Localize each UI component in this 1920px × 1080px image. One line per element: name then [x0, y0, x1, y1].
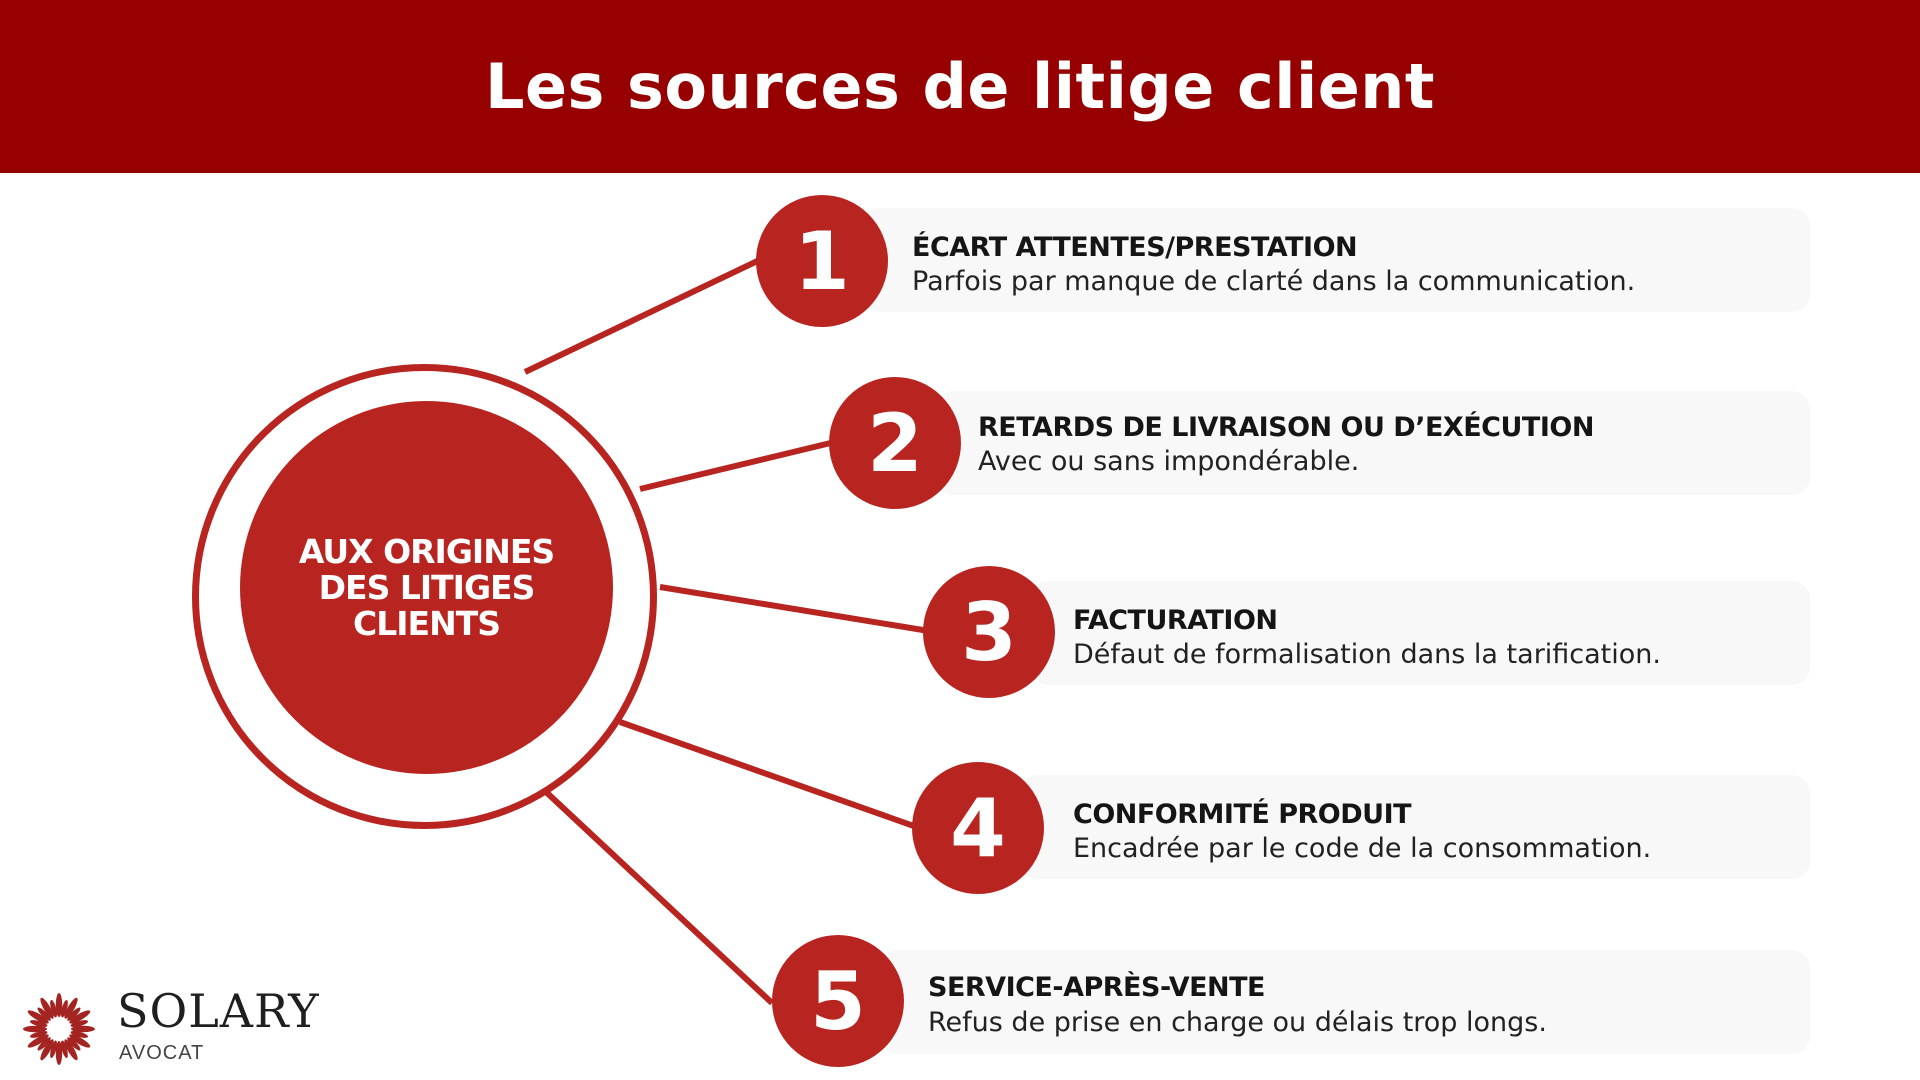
item-number-4: 4: [912, 762, 1044, 894]
connector-line-2: [639, 437, 844, 492]
item-card-5: SERVICE-APRÈS-VENTE Refus de prise en ch…: [880, 950, 1810, 1054]
item-number-2: 2: [829, 377, 961, 509]
item-description: Encadrée par le code de la consommation.: [1073, 833, 1652, 864]
item-number-1: 1: [756, 195, 888, 327]
item-number-3: 3: [923, 566, 1055, 698]
header-banner: Les sources de litige client: [0, 0, 1920, 173]
item-title: SERVICE-APRÈS-VENTE: [928, 972, 1266, 1003]
item-description: Défaut de formalisation dans la tarifica…: [1073, 639, 1661, 670]
hub-circle: AUX ORIGINES DES LITIGES CLIENTS: [240, 401, 613, 774]
item-card-2: RETARDS DE LIVRAISON OU D’EXÉCUTION Avec…: [935, 391, 1810, 495]
item-card-1: ÉCART ATTENTES/PRESTATION Parfois par ma…: [862, 208, 1810, 312]
connector-line-5: [542, 788, 775, 1006]
logo-ray: [67, 1037, 81, 1051]
logo-ray: [23, 1025, 47, 1033]
logo-ray: [70, 1020, 89, 1027]
item-description: Refus de prise en charge ou délais trop …: [928, 1007, 1547, 1038]
logo-subtitle: AVOCAT: [119, 1042, 205, 1064]
logo-ray: [64, 1039, 78, 1061]
logo-ray: [27, 1010, 49, 1024]
item-description: Parfois par manque de clarté dans la com…: [912, 266, 1636, 297]
logo-ray: [55, 993, 63, 1017]
connector-line-4: [618, 719, 927, 833]
logo-ray: [50, 999, 57, 1018]
item-number-5: 5: [772, 935, 904, 1067]
logo-ray: [40, 1039, 54, 1061]
connector-line-3: [659, 584, 936, 635]
connector-line-1: [523, 252, 772, 375]
item-title: ÉCART ATTENTES/PRESTATION: [912, 232, 1358, 263]
logo-ray: [27, 1034, 49, 1048]
page-title: Les sources de litige client: [484, 50, 1436, 123]
logo-ray: [29, 1020, 48, 1027]
logo-ray: [69, 1034, 91, 1048]
logo-ray: [50, 1040, 57, 1059]
item-title: RETARDS DE LIVRAISON OU D’EXÉCUTION: [978, 412, 1594, 443]
hub-label: AUX ORIGINES DES LITIGES CLIENTS: [298, 531, 555, 643]
solary-logo: SOLARY AVOCAT: [20, 984, 340, 1065]
item-description: Avec ou sans impondérable.: [978, 446, 1360, 477]
item-title: FACTURATION: [1073, 605, 1278, 636]
logo-ray: [40, 997, 54, 1019]
logo-ray: [37, 1037, 51, 1051]
logo-ray: [61, 999, 68, 1018]
logo-name: SOLARY: [117, 984, 320, 1038]
logo-ray: [71, 1025, 95, 1033]
sunburst-logo-icon: [23, 993, 95, 1065]
logo-ray: [61, 1040, 68, 1059]
logo-ray: [29, 1031, 48, 1038]
logo-ray: [70, 1031, 89, 1038]
logo-ray: [55, 1041, 63, 1065]
item-title: CONFORMITÉ PRODUIT: [1073, 799, 1412, 830]
logo-ray: [64, 997, 78, 1019]
item-card-3: FACTURATION Défaut de formalisation dans…: [1030, 581, 1810, 685]
logo-ray: [37, 1007, 51, 1021]
item-card-4: CONFORMITÉ PRODUIT Encadrée par le code …: [1020, 775, 1810, 879]
logo-ray: [69, 1010, 91, 1024]
logo-ray: [67, 1007, 81, 1021]
